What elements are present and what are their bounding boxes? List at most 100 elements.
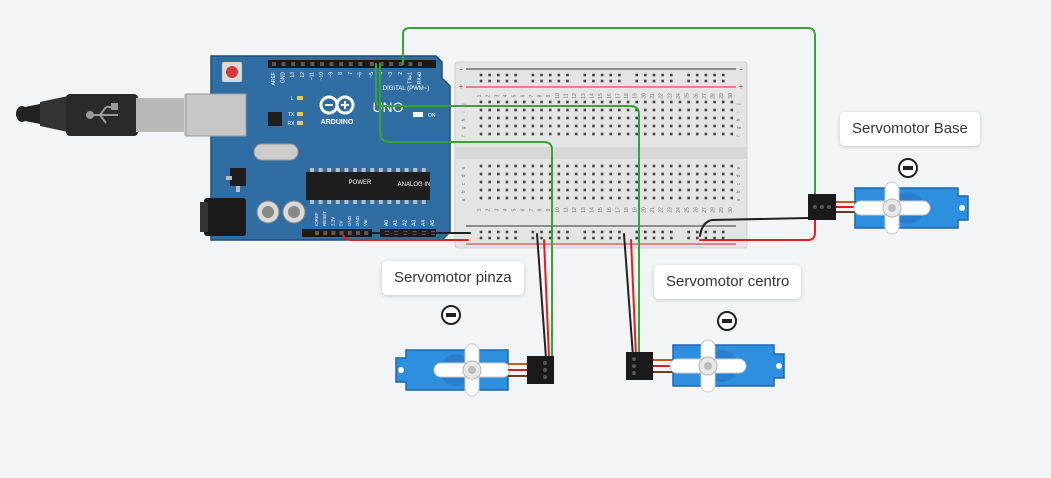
breadboard-hole[interactable] (652, 180, 656, 184)
breadboard-hole[interactable] (574, 180, 578, 184)
breadboard-hole[interactable] (618, 172, 621, 176)
breadboard-hole[interactable] (566, 124, 569, 128)
breadboard-hole[interactable] (618, 164, 621, 168)
breadboard-hole[interactable] (566, 236, 569, 240)
breadboard-hole[interactable] (557, 236, 561, 240)
breadboard-hole[interactable] (522, 172, 526, 176)
breadboard-hole[interactable] (566, 180, 569, 184)
breadboard-hole[interactable] (566, 100, 569, 104)
breadboard-hole[interactable] (488, 180, 491, 184)
breadboard-hole[interactable] (618, 124, 621, 128)
breadboard-hole[interactable] (609, 116, 613, 120)
breadboard-hole[interactable] (695, 230, 699, 234)
breadboard-hole[interactable] (618, 188, 621, 192)
breadboard-hole[interactable] (635, 73, 638, 77)
breadboard-hole[interactable] (566, 172, 569, 176)
breadboard-hole[interactable] (644, 79, 647, 83)
servomotor-base[interactable] (808, 181, 969, 235)
breadboard-hole[interactable] (687, 124, 690, 128)
breadboard-hole[interactable] (652, 79, 656, 83)
breadboard-hole[interactable] (661, 180, 664, 184)
breadboard-hole[interactable] (557, 116, 561, 120)
breadboard-hole[interactable] (661, 100, 664, 104)
breadboard-hole[interactable] (670, 188, 673, 192)
breadboard-hole[interactable] (678, 116, 682, 120)
breadboard-hole[interactable] (592, 196, 595, 200)
breadboard-hole[interactable] (652, 164, 656, 168)
breadboard-hole[interactable] (635, 188, 638, 192)
breadboard-hole[interactable] (497, 108, 500, 112)
wire-rail-to-base-power[interactable] (699, 211, 816, 241)
breadboard-hole[interactable] (678, 164, 682, 168)
breadboard-hole[interactable] (557, 188, 561, 192)
breadboard-hole[interactable] (721, 73, 725, 77)
breadboard-hole[interactable] (704, 188, 708, 192)
breadboard-hole[interactable] (557, 79, 561, 83)
power-pin-hole[interactable] (364, 231, 369, 235)
breadboard-hole[interactable] (574, 172, 578, 176)
wire-signal-centro[interactable] (375, 63, 640, 357)
breadboard-hole[interactable] (713, 124, 716, 128)
breadboard-hole[interactable] (497, 124, 500, 128)
breadboard-hole[interactable] (522, 132, 526, 136)
power-pin-hole[interactable] (339, 231, 344, 235)
minus-circle-icon[interactable] (441, 305, 461, 325)
breadboard-hole[interactable] (730, 116, 734, 120)
breadboard-hole[interactable] (514, 230, 517, 234)
breadboard-hole[interactable] (678, 100, 682, 104)
breadboard-hole[interactable] (540, 132, 543, 136)
breadboard-hole[interactable] (540, 188, 543, 192)
breadboard-hole[interactable] (548, 132, 552, 136)
breadboard-hole[interactable] (609, 132, 613, 136)
breadboard-hole[interactable] (557, 172, 561, 176)
breadboard-hole[interactable] (497, 116, 500, 120)
breadboard-hole[interactable] (488, 230, 491, 234)
breadboard-hole[interactable] (652, 124, 656, 128)
breadboard-hole[interactable] (661, 188, 664, 192)
breadboard-hole[interactable] (557, 164, 561, 168)
arduino-uno-board[interactable]: ARDUINO UNO DIGITAL (PWM~) POWER ANALOG … (185, 55, 451, 241)
breadboard-hole[interactable] (548, 172, 552, 176)
breadboard-hole[interactable] (600, 196, 604, 200)
breadboard-hole[interactable] (600, 236, 604, 240)
breadboard-hole[interactable] (540, 164, 543, 168)
breadboard-hole[interactable] (661, 73, 664, 77)
breadboard-hole[interactable] (721, 196, 725, 200)
breadboard-hole[interactable] (514, 164, 517, 168)
breadboard-hole[interactable] (548, 188, 552, 192)
breadboard-hole[interactable] (479, 132, 483, 136)
breadboard-hole[interactable] (548, 100, 552, 104)
digital-pin-hole[interactable] (418, 62, 422, 66)
breadboard-hole[interactable] (695, 236, 699, 240)
breadboard-hole[interactable] (661, 116, 664, 120)
breadboard-hole[interactable] (592, 79, 595, 83)
breadboard-hole[interactable] (618, 73, 621, 77)
digital-pin-hole[interactable] (329, 62, 334, 66)
breadboard-hole[interactable] (618, 230, 621, 234)
breadboard-hole[interactable] (687, 196, 690, 200)
breadboard-hole[interactable] (704, 73, 708, 77)
breadboard-hole[interactable] (678, 124, 682, 128)
breadboard-hole[interactable] (670, 108, 673, 112)
breadboard-hole[interactable] (548, 196, 552, 200)
breadboard-hole[interactable] (505, 116, 509, 120)
breadboard-hole[interactable] (661, 132, 664, 136)
breadboard-hole[interactable] (626, 100, 630, 104)
breadboard-hole[interactable] (644, 236, 647, 240)
wire-signal-base[interactable] (402, 27, 816, 199)
breadboard-hole[interactable] (704, 236, 708, 240)
breadboard-hole[interactable] (574, 196, 578, 200)
breadboard-hole[interactable] (497, 180, 500, 184)
breadboard-hole[interactable] (488, 73, 491, 77)
breadboard-hole[interactable] (531, 116, 535, 120)
breadboard-hole[interactable] (695, 79, 699, 83)
breadboard-hole[interactable] (652, 172, 656, 176)
breadboard-hole[interactable] (514, 100, 517, 104)
breadboard-hole[interactable] (609, 73, 613, 77)
breadboard-hole[interactable] (592, 116, 595, 120)
breadboard-hole[interactable] (618, 236, 621, 240)
breadboard-hole[interactable] (505, 73, 509, 77)
breadboard-hole[interactable] (687, 236, 690, 240)
breadboard-hole[interactable] (695, 188, 699, 192)
breadboard-hole[interactable] (600, 73, 604, 77)
